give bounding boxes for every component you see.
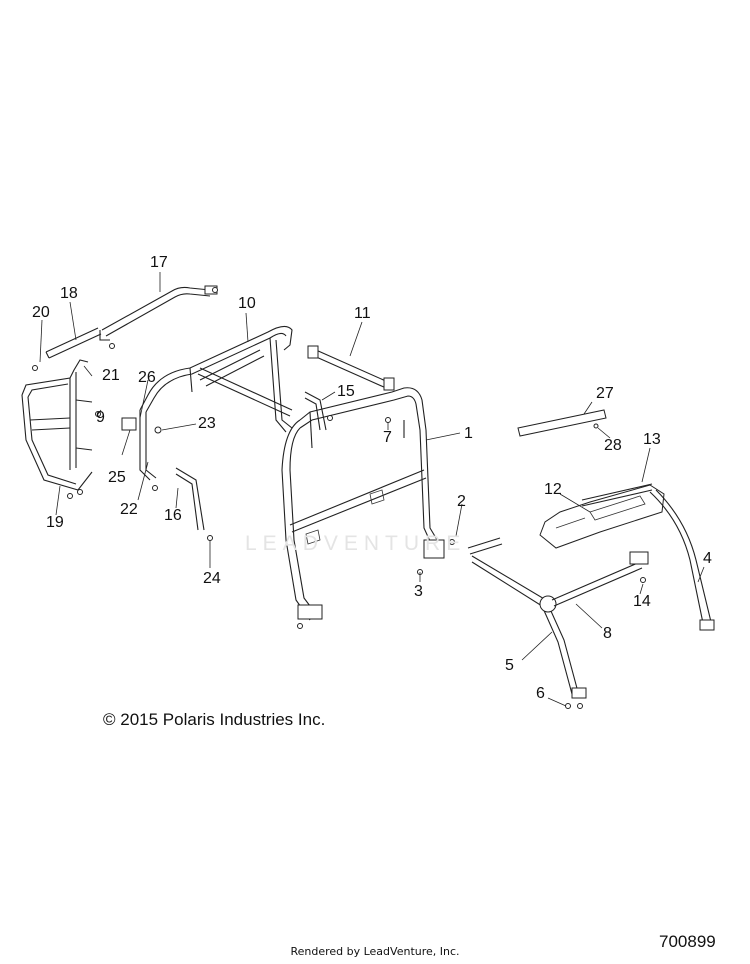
part-12-panel [539,484,665,549]
callout-7: 7 [383,429,392,446]
part-13-tube [581,483,653,507]
callout-13: 13 [643,431,661,448]
part-16-bracket [175,467,205,531]
diagram-number: 700899 [659,932,716,951]
part-27-strap [517,409,607,437]
leader-lines [39,272,705,707]
part-15-brace [197,367,327,431]
callout-15: 15 [337,383,355,400]
callout-28: 28 [604,437,622,454]
part-10-rear-roll-bar [139,325,293,481]
callout-12: 12 [544,481,562,498]
callout-27: 27 [596,385,614,402]
callout-3: 3 [414,583,423,600]
callout-23: 23 [198,415,216,432]
callout-4: 4 [703,550,712,567]
part-19-side-frame [21,359,93,491]
copyright-notice: © 2015 Polaris Industries Inc. [103,710,326,729]
callout-8: 8 [603,625,612,642]
callout-11: 11 [354,305,371,322]
rendered-by-credit: Rendered by LeadVenture, Inc. [290,945,460,958]
part-2-short-tube [467,537,503,555]
callout-6: 6 [536,685,545,702]
part-8-brace [551,551,649,607]
part-1-front-frame [281,387,445,621]
part-17-tube [99,285,218,341]
hardware-fasteners [32,287,646,709]
callout-9: 9 [96,409,105,426]
callout-25: 25 [108,469,126,486]
part-4-leg [649,489,715,631]
watermark-text: LEADVENTURE [245,532,467,555]
callout-20: 20 [32,304,50,321]
callout-17: 17 [150,254,168,271]
callout-10: 10 [238,295,256,312]
callout-19: 19 [46,514,64,531]
callout-26: 26 [138,369,156,386]
callout-5: 5 [505,657,514,674]
part-11-top-bar [307,345,395,391]
callout-18: 18 [60,285,78,302]
callout-21: 21 [102,367,120,384]
callout-2: 2 [457,493,466,510]
callout-24: 24 [203,570,221,587]
callout-14: 14 [633,593,651,610]
part-5-lower-leg [471,555,587,699]
part-18-bar [45,327,102,359]
callout-1: 1 [464,425,473,442]
callout-22: 22 [120,501,138,518]
callout-16: 16 [164,507,182,524]
